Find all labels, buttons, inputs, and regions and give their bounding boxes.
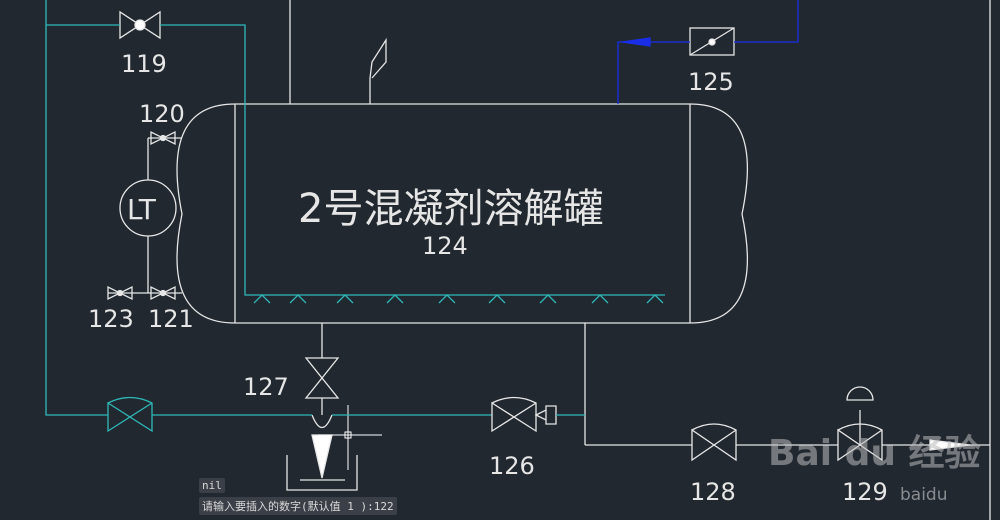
baidu-watermark: Bai du 经验 baidu [768, 433, 981, 505]
command-history: nil [199, 478, 225, 493]
flow-arrow [311, 434, 333, 479]
valve-120[interactable] [150, 130, 176, 146]
label-125: 125 [688, 68, 734, 96]
label-119: 119 [121, 50, 167, 78]
label-121: 121 [148, 305, 194, 333]
label-126: 126 [489, 452, 535, 480]
command-prompt[interactable]: 请输入要插入的数字(默认值 1 ):122 [199, 497, 397, 515]
watermark-sub: baidu [900, 485, 948, 505]
label-lt: LT [127, 193, 157, 226]
spray-nozzles [253, 294, 664, 304]
tank-title: 2号混凝剂溶解罐 [298, 186, 603, 232]
tank-id: 124 [422, 232, 468, 260]
valve-129[interactable] [837, 423, 883, 462]
cad-crosshair [318, 405, 382, 470]
watermark-logo: Bai du 经验 [768, 433, 981, 474]
vent-icon [369, 37, 387, 104]
valve-123[interactable] [107, 285, 133, 301]
valve-128[interactable] [691, 423, 737, 462]
label-120: 120 [139, 100, 185, 128]
valve-126[interactable] [491, 396, 537, 433]
valve-127[interactable] [304, 357, 340, 399]
valve-121[interactable] [150, 285, 176, 301]
outlet-arrow [929, 439, 971, 451]
label-128: 128 [690, 478, 736, 506]
label-127: 127 [243, 373, 289, 401]
valve-119[interactable] [119, 10, 161, 40]
label-129: 129 [842, 478, 888, 506]
valve-cyan-left[interactable] [107, 396, 153, 433]
label-123: 123 [88, 305, 134, 333]
